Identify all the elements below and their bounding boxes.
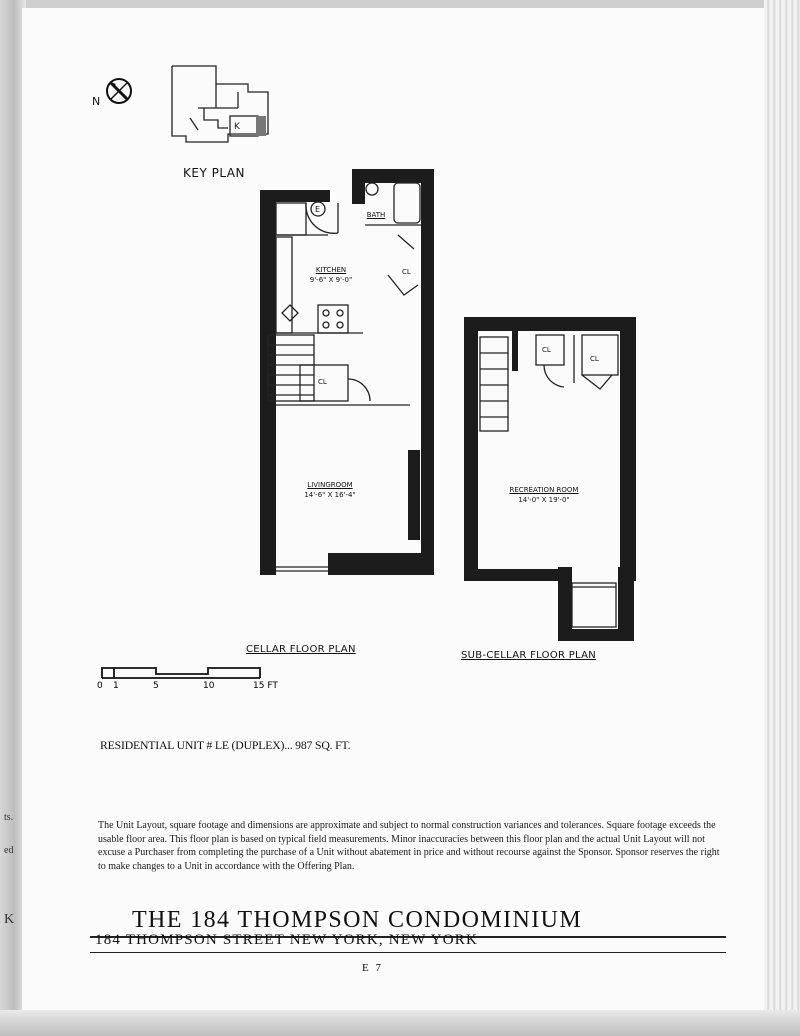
- kitchen-dims: 9'-6" X 9'-0": [309, 276, 353, 284]
- cellar-floor-plan: E: [260, 169, 434, 575]
- title-rule: [90, 936, 726, 938]
- svg-text:K: K: [234, 122, 241, 132]
- key-plan-label: KEY PLAN: [183, 166, 245, 180]
- bath-name: BATH: [366, 211, 386, 219]
- living-room-dims: 14'-6" X 16'-4": [304, 491, 356, 499]
- unit-description: RESIDENTIAL UNIT # LE (DUPLEX)... 987 SQ…: [100, 738, 351, 752]
- recreation-room-name: RECREATION ROOM: [509, 486, 579, 494]
- scale-bar: [101, 667, 261, 679]
- disclaimer-text: The Unit Layout, square footage and dime…: [98, 820, 720, 872]
- page-edge-stack: [764, 0, 800, 1036]
- recreation-room-dims: 14'-0" X 19'-0": [518, 496, 570, 504]
- page-number: E 7: [362, 962, 383, 974]
- margin-fragment: ts.: [4, 812, 14, 823]
- closet-label: CL: [318, 378, 327, 386]
- scale-tick: 0: [97, 681, 103, 691]
- address-rule: [90, 952, 726, 953]
- subcellar-plan-label: SUB-CELLAR FLOOR PLAN: [461, 650, 597, 661]
- subcellar-floor-plan: [464, 317, 636, 641]
- bottom-shadow: [0, 1010, 800, 1036]
- cellar-plan-label: CELLAR FLOOR PLAN: [246, 644, 356, 655]
- scale-tick: 5: [153, 681, 159, 691]
- recreation-room-label: RECREATION ROOM 14'-0" X 19'-0": [484, 485, 604, 505]
- closet-label: CL: [402, 268, 411, 276]
- building-title: THE 184 THOMPSON CONDOMINIUM: [132, 907, 583, 933]
- scale-tick: 10: [203, 681, 215, 691]
- living-room-name: LIVINGROOM: [307, 481, 353, 489]
- closet-label: CL: [542, 346, 551, 354]
- north-arrow-icon: [106, 78, 132, 104]
- scale-tick: 15 FT: [253, 681, 278, 691]
- scale-tick: 1: [113, 681, 119, 691]
- north-label: N: [92, 95, 101, 108]
- binding-shadow: [0, 0, 26, 1036]
- closet-label: CL: [590, 355, 599, 363]
- margin-fragment: K: [4, 912, 15, 927]
- kitchen-label: KITCHEN 9'-6" X 9'-0": [276, 265, 386, 285]
- svg-text:E: E: [315, 205, 320, 214]
- key-plan-diagram: K: [171, 65, 269, 143]
- building-address: 184 THOMPSON STREET NEW YORK, NEW YORK: [95, 932, 478, 948]
- kitchen-name: KITCHEN: [315, 266, 347, 274]
- margin-fragment: ed: [4, 845, 14, 856]
- living-room-label: LIVINGROOM 14'-6" X 16'-4": [270, 480, 390, 500]
- bath-label: BATH: [356, 210, 396, 220]
